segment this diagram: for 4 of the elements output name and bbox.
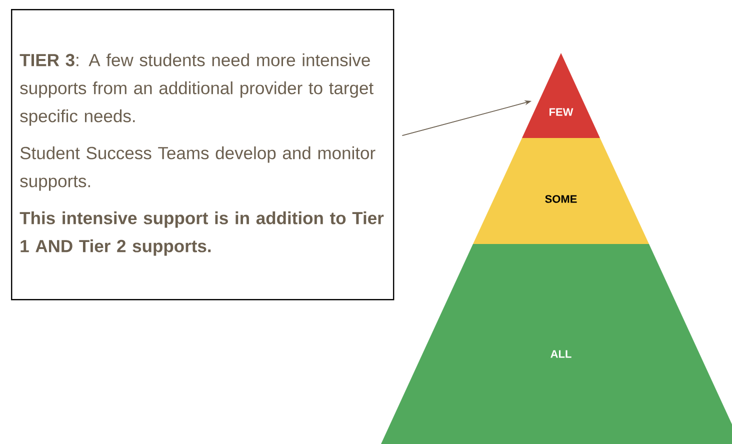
pyramid-top-tier: FEW [522,53,600,138]
pyramid-base-tier: ALL [381,244,732,444]
text-box: TIER 3: A few students need more intensive supports from an additional provider to target specific needs. Student Success Teams develop and monitor supports. This intensive support is in addition to Tier 1 AND Tier 2 supports. [11,9,394,300]
pyramid-middle-tier: SOME [473,138,649,244]
